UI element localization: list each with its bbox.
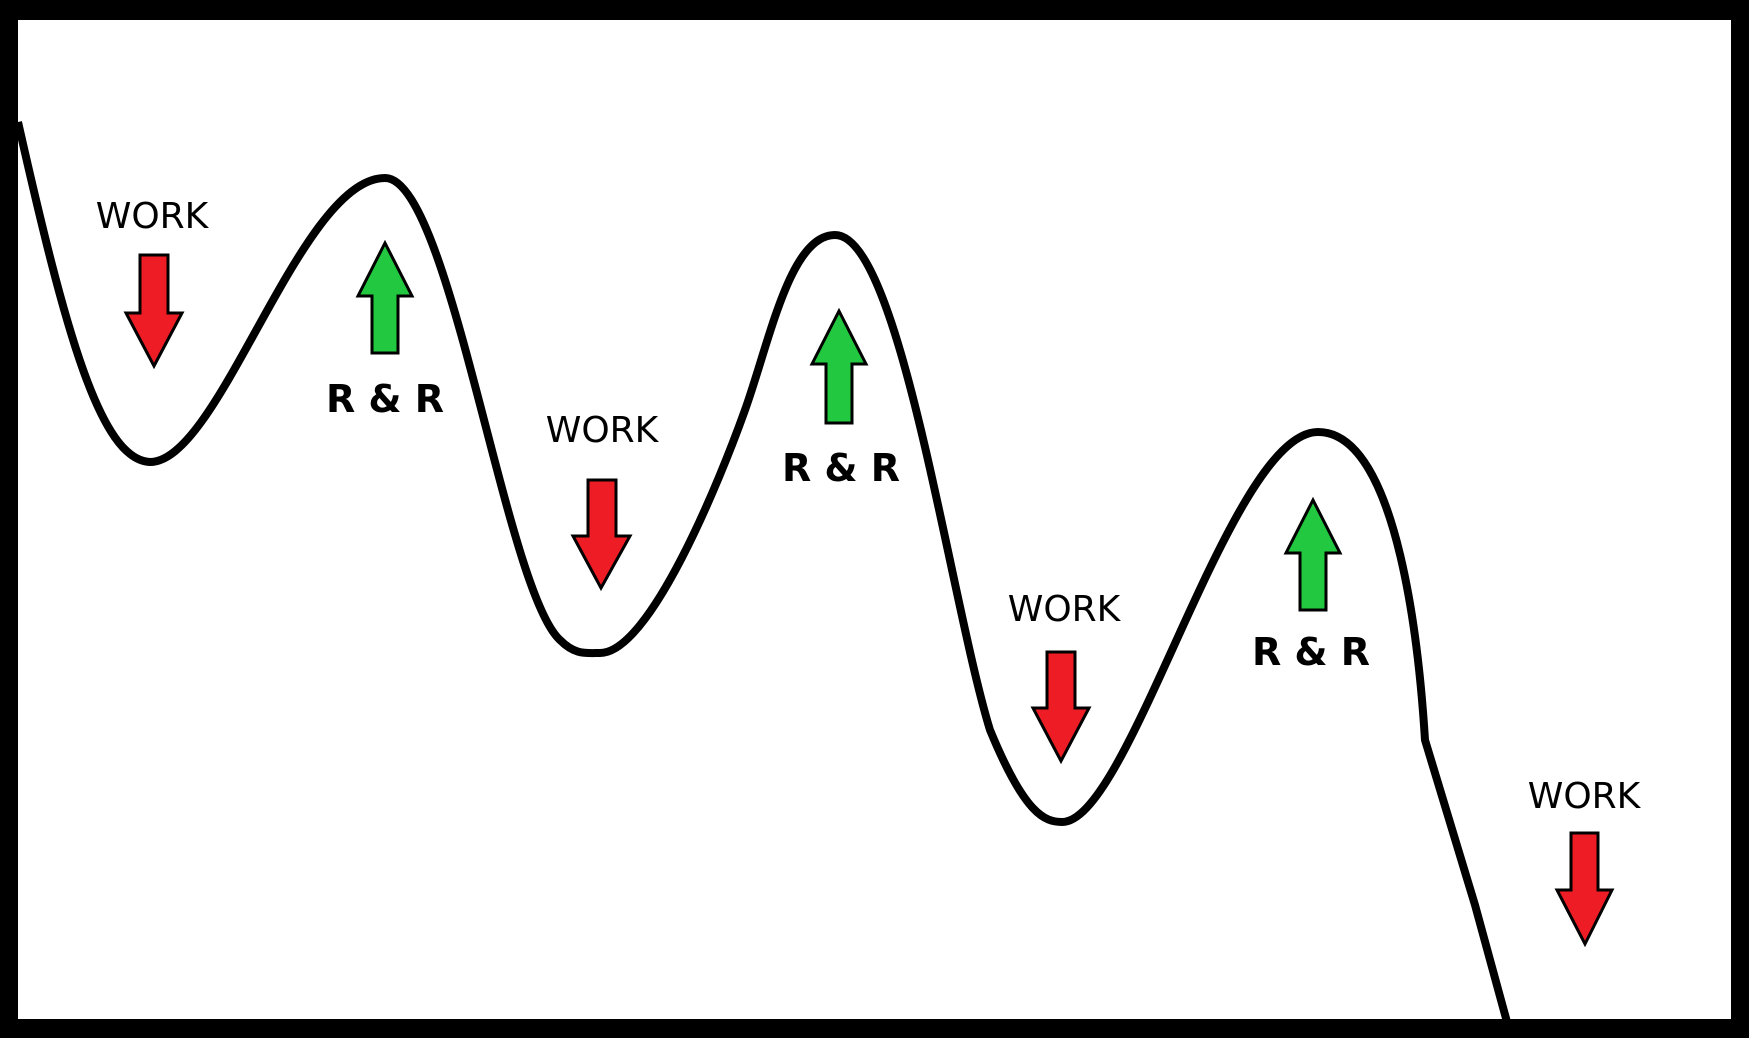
- canvas-background: [18, 20, 1731, 1019]
- rr-arrow-3: [1283, 496, 1343, 612]
- rr-arrow-1: [355, 239, 415, 355]
- energy-curve: [14, 121, 1511, 1024]
- rr-label-3: R & R: [1252, 630, 1370, 674]
- work-arrow-2: [570, 478, 633, 592]
- work-label-1: WORK: [96, 196, 210, 237]
- work-label-2: WORK: [546, 410, 660, 451]
- rr-label-1: R & R: [326, 377, 444, 421]
- work-label-4: WORK: [1528, 776, 1642, 817]
- rr-label-2: R & R: [782, 446, 900, 490]
- work-label-3: WORK: [1008, 589, 1122, 630]
- work-arrow-3: [1030, 650, 1092, 765]
- rr-arrow-up: [355, 239, 1343, 612]
- work-arrow-1: [123, 253, 185, 370]
- rr-arrow-2: [809, 307, 869, 425]
- work-arrow-4: [1554, 831, 1615, 948]
- work-arrow-down: [123, 253, 1615, 948]
